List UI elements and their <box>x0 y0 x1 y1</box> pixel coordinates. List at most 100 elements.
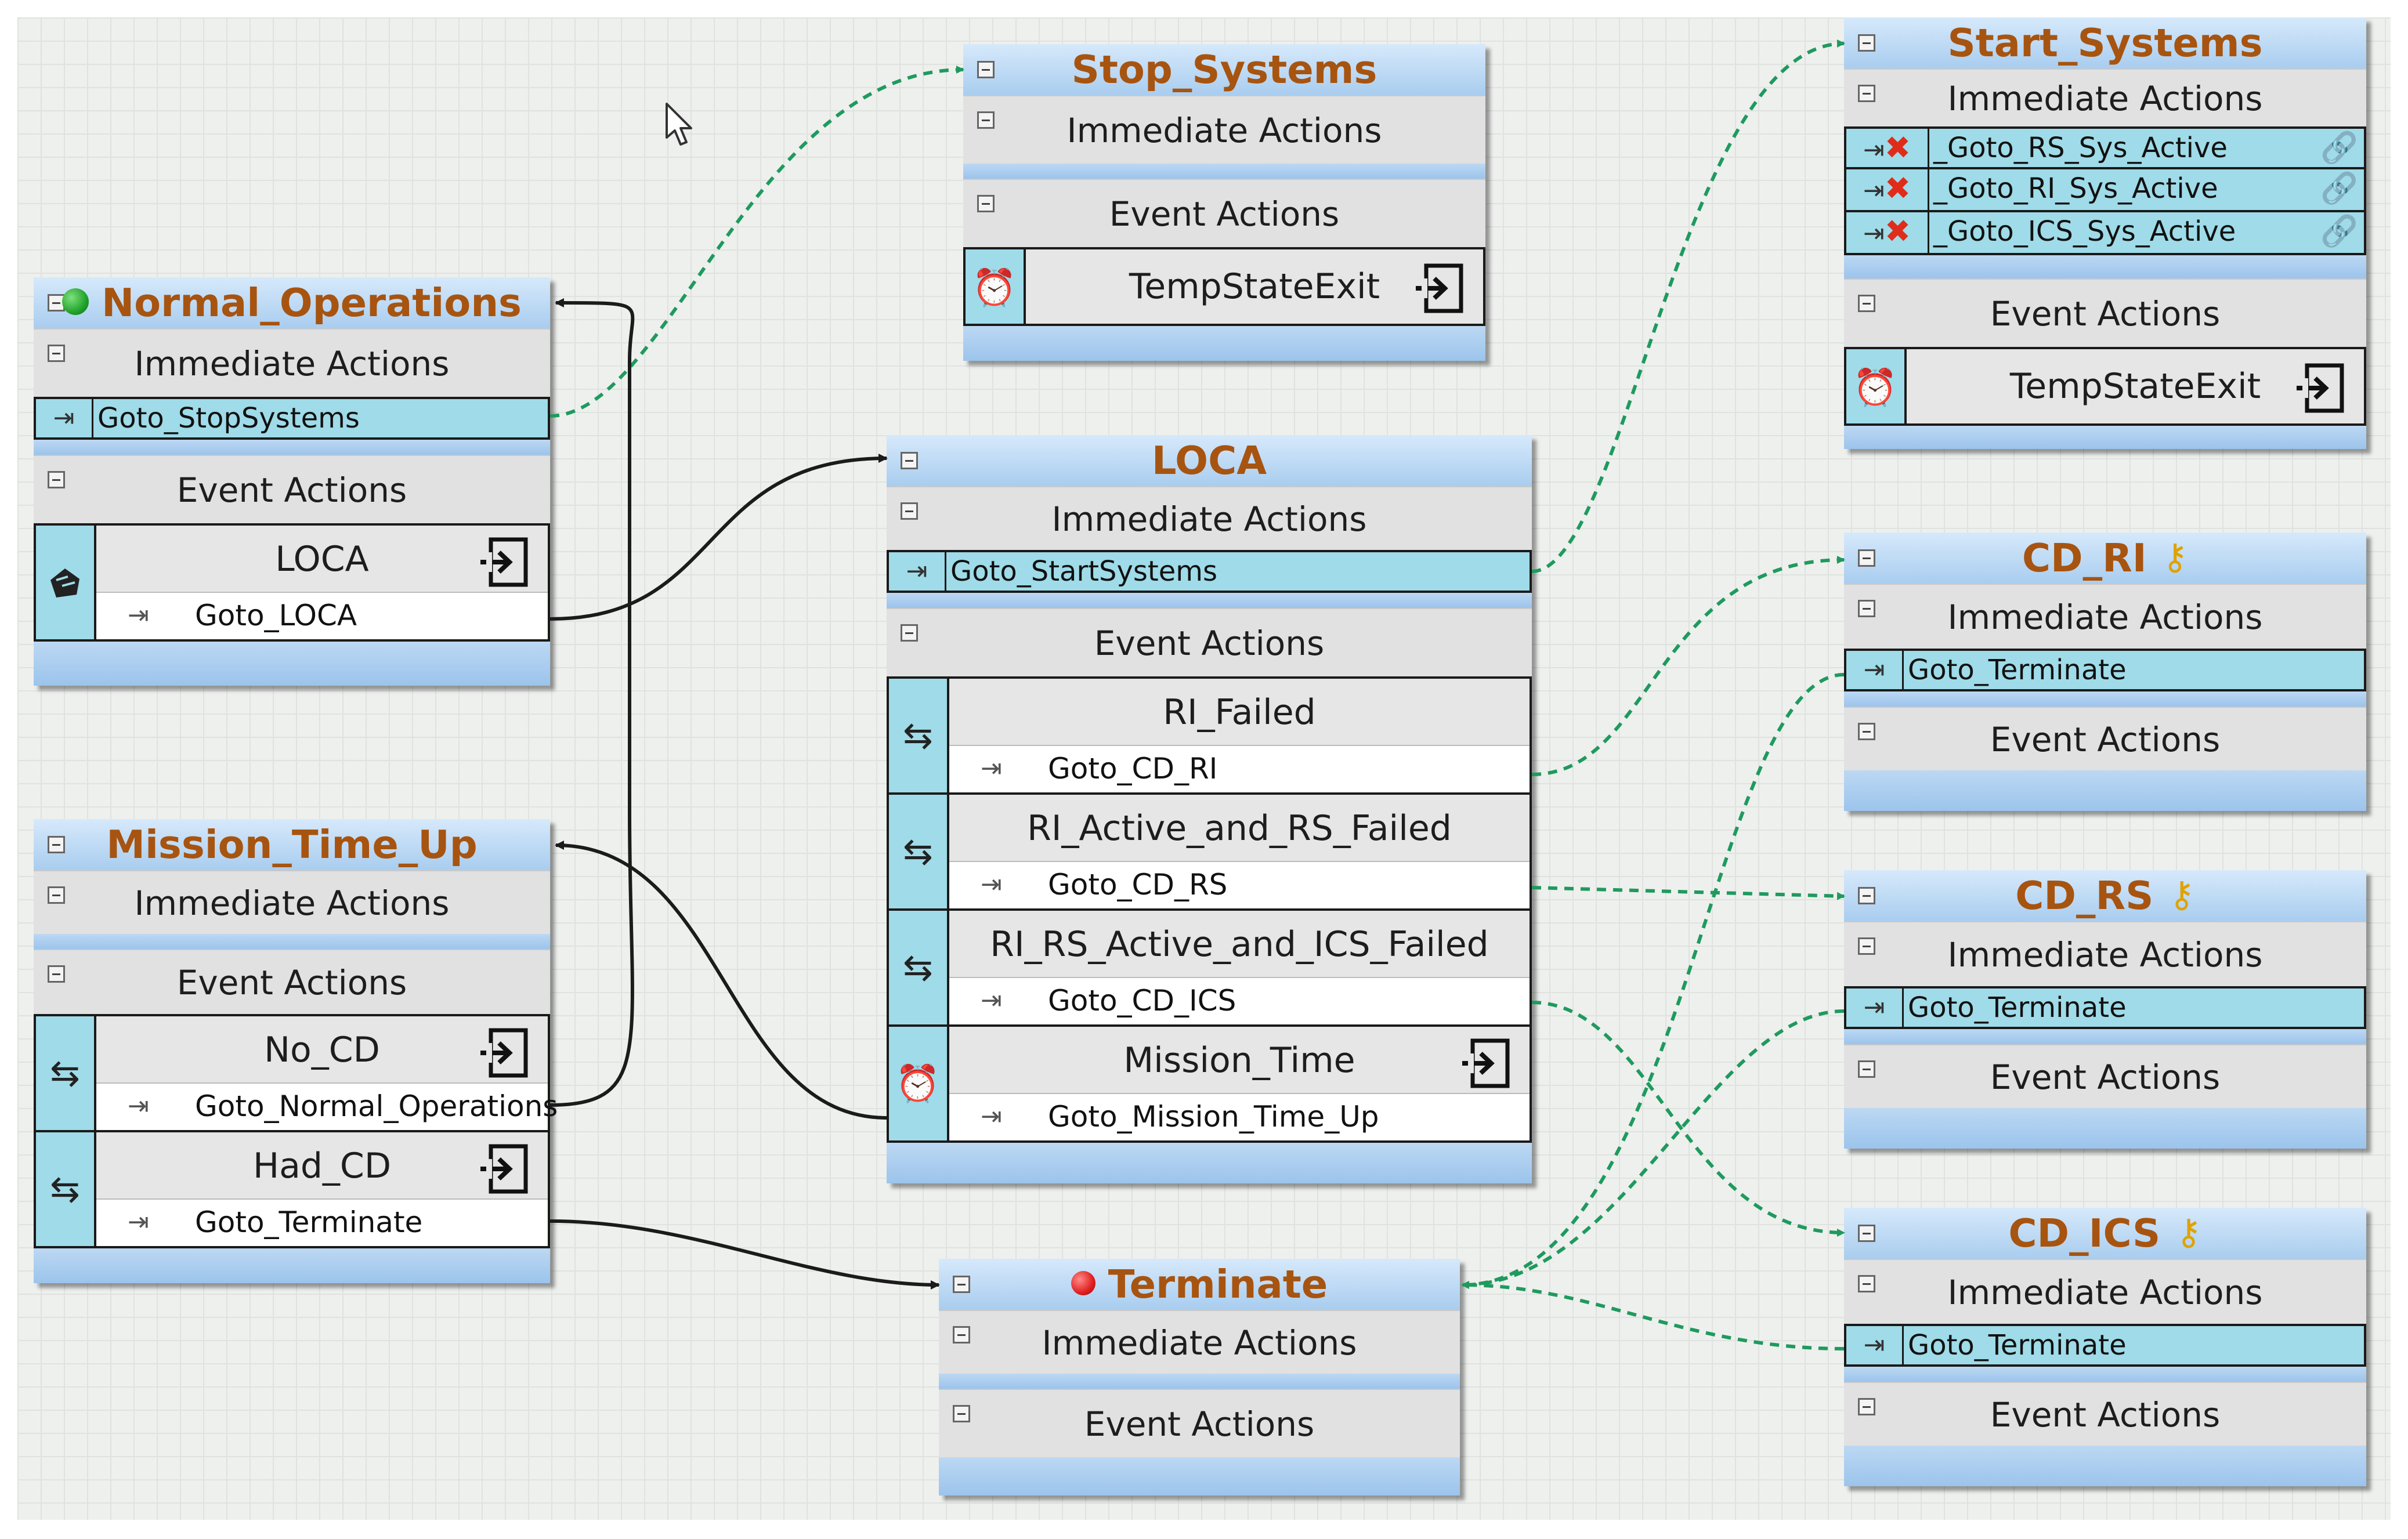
event-item[interactable]: ⇆ RI_Failed ⇥ Goto_CD_RI <box>887 676 1532 795</box>
immediate-actions-section[interactable]: Immediate Actions <box>963 95 1485 164</box>
event-actions-section[interactable]: Event Actions <box>939 1389 1460 1457</box>
event-goto-row[interactable]: ⇥ Goto_Mission_Time_Up <box>949 1093 1530 1140</box>
exit-state-icon[interactable] <box>2294 362 2346 414</box>
collapse-icon[interactable] <box>977 61 995 78</box>
collapse-icon[interactable] <box>1858 34 1875 52</box>
exit-state-icon[interactable] <box>1460 1037 1512 1089</box>
immediate-action-row[interactable]: ⇥ Goto_Terminate <box>1844 649 2366 691</box>
state-cd-ics[interactable]: CD_ICS⚷ Immediate Actions ⇥ Goto_Termina… <box>1844 1208 2366 1486</box>
immediate-action-row[interactable]: ⇥ Goto_StartSystems <box>887 550 1532 593</box>
start-state-icon <box>62 288 89 316</box>
immediate-actions-section[interactable]: Immediate Actions <box>1844 921 2366 986</box>
collapse-icon[interactable] <box>901 502 918 520</box>
collapse-icon[interactable] <box>1858 85 1875 102</box>
state-start-systems[interactable]: Start_Systems Immediate Actions ⇥✖ _Goto… <box>1844 17 2366 449</box>
event-goto-row[interactable]: ⇥ Goto_LOCA <box>96 592 548 639</box>
state-mission-time-up[interactable]: Mission_Time_Up Immediate Actions Event … <box>34 819 558 1283</box>
collapse-icon[interactable] <box>1858 887 1875 904</box>
chain-link-icon[interactable]: 🔗 <box>2320 131 2358 165</box>
collapse-icon[interactable] <box>1858 1060 1875 1078</box>
collapse-icon[interactable] <box>1858 937 1875 955</box>
event-goto-row[interactable]: ⇥ Goto_Terminate <box>96 1198 548 1246</box>
collapse-icon[interactable] <box>977 111 995 129</box>
chain-link-icon[interactable]: 🔗 <box>2320 214 2358 249</box>
collapse-icon[interactable] <box>1858 549 1875 567</box>
immediate-actions-section[interactable]: Immediate Actions <box>1844 584 2366 649</box>
immediate-actions-section[interactable]: Immediate Actions <box>1844 68 2366 126</box>
section-label: Event Actions <box>1990 294 2221 334</box>
event-goto-row[interactable]: ⇥ Goto_Normal_Operations <box>96 1082 558 1130</box>
state-cd-ri[interactable]: CD_RI⚷ Immediate Actions ⇥ Goto_Terminat… <box>1844 533 2366 811</box>
event-item[interactable]: ⏰ Mission_Time ⇥ Goto_Mission_Time_Up <box>887 1027 1532 1143</box>
event-item[interactable]: ⇆ RI_Active_and_RS_Failed ⇥ Goto_CD_RS <box>887 795 1532 911</box>
node-header[interactable]: CD_ICS⚷ <box>1844 1208 2366 1259</box>
event-actions-section[interactable]: Event Actions <box>887 608 1532 676</box>
event-actions-section[interactable]: Event Actions <box>34 949 550 1014</box>
immediate-action-row[interactable]: ⇥ Goto_Terminate <box>1844 1324 2366 1367</box>
immediate-action-row[interactable]: ⇥ Goto_StopSystems <box>34 397 550 440</box>
collapse-icon[interactable] <box>48 836 65 853</box>
immediate-action-row[interactable]: ⇥✖ _Goto_RI_Sys_Active 🔗 <box>1844 169 2366 212</box>
exit-state-icon[interactable] <box>478 536 530 588</box>
immediate-actions-section[interactable]: Immediate Actions <box>939 1310 1460 1374</box>
collapse-icon[interactable] <box>48 345 65 362</box>
state-loca[interactable]: LOCA Immediate Actions ⇥ Goto_StartSyste… <box>887 435 1532 1183</box>
node-header[interactable]: Terminate <box>939 1259 1460 1310</box>
node-header[interactable]: Normal_Operations <box>34 277 550 328</box>
collapse-icon[interactable] <box>1858 1275 1875 1292</box>
collapse-icon[interactable] <box>1858 295 1875 312</box>
node-header[interactable]: LOCA <box>887 435 1532 486</box>
exit-state-icon[interactable] <box>478 1143 530 1195</box>
immediate-action-row[interactable]: ⇥✖ _Goto_ICS_Sys_Active 🔗 <box>1844 212 2366 255</box>
exit-state-icon[interactable] <box>478 1027 530 1079</box>
immediate-actions-section[interactable]: Immediate Actions <box>34 870 550 934</box>
state-cd-rs[interactable]: CD_RS⚷ Immediate Actions ⇥ Goto_Terminat… <box>1844 870 2366 1149</box>
collapse-icon[interactable] <box>1858 1398 1875 1415</box>
collapse-icon[interactable] <box>953 1276 970 1293</box>
collapse-icon[interactable] <box>48 965 65 983</box>
event-actions-section[interactable]: Event Actions <box>1844 278 2366 347</box>
event-goto-row[interactable]: ⇥ Goto_CD_RI <box>949 745 1530 792</box>
action-label: _Goto_RS_Sys_Active <box>1933 132 2228 164</box>
event-item[interactable]: ⇆ No_CD ⇥ Goto_Normal_Operations <box>34 1014 558 1132</box>
event-actions-section[interactable]: Event Actions <box>34 455 550 523</box>
event-item[interactable]: ⇆ RI_RS_Active_and_ICS_Failed ⇥ Goto_CD_… <box>887 911 1532 1027</box>
node-header[interactable]: CD_RI⚷ <box>1844 533 2366 584</box>
collapse-icon[interactable] <box>901 624 918 642</box>
event-actions-section[interactable]: Event Actions <box>1844 1044 2366 1108</box>
collapse-icon[interactable] <box>953 1405 970 1422</box>
event-actions-section[interactable]: Event Actions <box>963 179 1485 247</box>
event-item[interactable]: ⇆ Had_CD ⇥ Goto_Terminate <box>34 1132 550 1248</box>
event-item[interactable]: ⏰ TempStateExit <box>963 247 1485 326</box>
immediate-action-row[interactable]: ⇥ Goto_Terminate <box>1844 986 2366 1029</box>
collapse-icon[interactable] <box>1858 723 1875 740</box>
event-name: TempStateExit <box>2009 366 2261 407</box>
event-actions-section[interactable]: Event Actions <box>1844 1382 2366 1446</box>
node-header[interactable]: Mission_Time_Up <box>34 819 550 870</box>
collapse-icon[interactable] <box>48 886 65 904</box>
state-normal-operations[interactable]: Normal_Operations Immediate Actions ⇥ Go… <box>34 277 550 686</box>
event-name: RI_RS_Active_and_ICS_Failed <box>990 924 1489 965</box>
collapse-icon[interactable] <box>1858 600 1875 617</box>
collapse-icon[interactable] <box>977 195 995 212</box>
node-header[interactable]: Start_Systems <box>1844 17 2366 68</box>
chain-link-icon[interactable]: 🔗 <box>2320 171 2358 206</box>
exit-state-icon[interactable] <box>1413 262 1466 314</box>
collapse-icon[interactable] <box>1858 1225 1875 1242</box>
event-goto-row[interactable]: ⇥ Goto_CD_RS <box>949 861 1530 908</box>
event-item[interactable]: LOCA ⇥ Goto_LOCA <box>34 523 550 642</box>
collapse-icon[interactable] <box>953 1326 970 1344</box>
state-terminate[interactable]: Terminate Immediate Actions Event Action… <box>939 1259 1460 1495</box>
immediate-actions-section[interactable]: Immediate Actions <box>34 328 550 397</box>
event-actions-section[interactable]: Event Actions <box>1844 707 2366 770</box>
node-header[interactable]: Stop_Systems <box>963 44 1485 95</box>
immediate-actions-section[interactable]: Immediate Actions <box>1844 1259 2366 1324</box>
immediate-action-row[interactable]: ⇥✖ _Goto_RS_Sys_Active 🔗 <box>1844 126 2366 169</box>
collapse-icon[interactable] <box>48 471 65 488</box>
immediate-actions-section[interactable]: Immediate Actions <box>887 486 1532 550</box>
event-item[interactable]: ⏰ TempStateExit <box>1844 347 2366 426</box>
node-header[interactable]: CD_RS⚷ <box>1844 870 2366 921</box>
state-stop-systems[interactable]: Stop_Systems Immediate Actions Event Act… <box>963 44 1485 361</box>
collapse-icon[interactable] <box>901 452 918 469</box>
event-goto-row[interactable]: ⇥ Goto_CD_ICS <box>949 977 1530 1024</box>
